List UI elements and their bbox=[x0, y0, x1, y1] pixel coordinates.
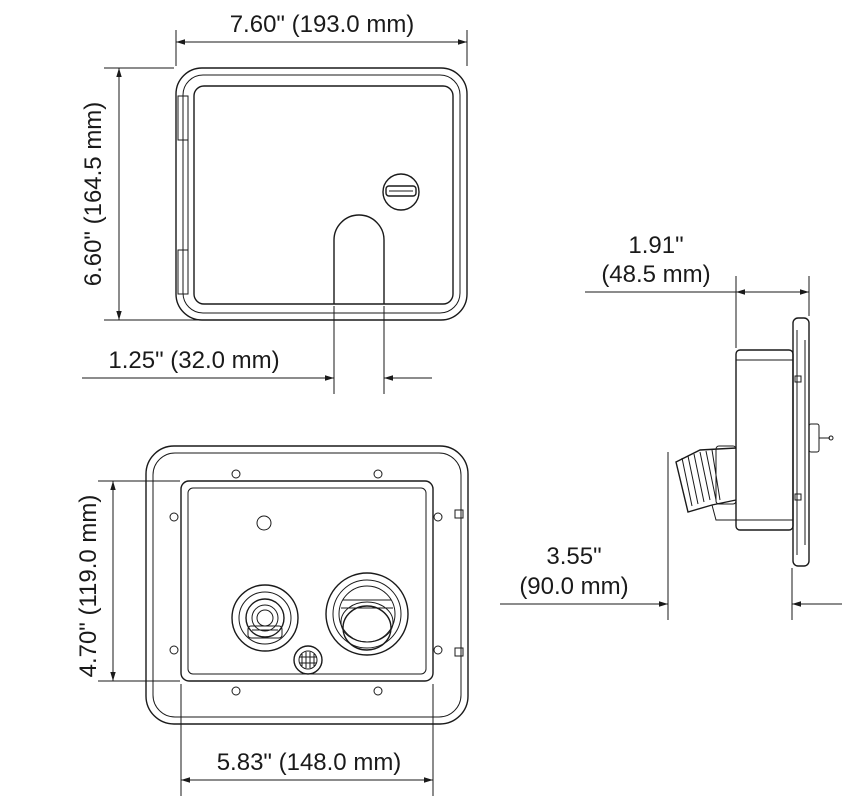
hose-slot bbox=[333, 214, 385, 304]
flange-outer bbox=[145, 445, 469, 725]
front-view: 4.70" (119.0 mm) 5.83" (148.0 mm) bbox=[75, 445, 469, 796]
water-inlet-fitting bbox=[231, 584, 299, 652]
vent-grille-icon bbox=[293, 645, 323, 675]
side-projection-label-line2: (90.0 mm) bbox=[519, 573, 628, 600]
side-drain-outlet bbox=[675, 445, 737, 521]
door-frame-inner bbox=[182, 74, 461, 314]
mounting-holes bbox=[169, 469, 443, 696]
top-view: 7.60" (193.0 mm) 6.60" (164.5 mm) 1.25" … bbox=[80, 11, 468, 394]
side-depth-label-line1: 1.91" bbox=[628, 232, 683, 259]
side-flange bbox=[792, 317, 810, 567]
drain-fitting bbox=[325, 572, 409, 656]
top-width-label: 7.60" (193.0 mm) bbox=[230, 11, 415, 38]
front-width-label: 5.83" (148.0 mm) bbox=[217, 749, 402, 776]
top-height-label: 6.60" (164.5 mm) bbox=[80, 102, 107, 287]
side-depth-label-line2: (48.5 mm) bbox=[601, 261, 710, 288]
slot-width-label: 1.25" (32.0 mm) bbox=[108, 347, 279, 374]
side-projection-label-line1: 3.55" bbox=[546, 543, 601, 570]
latch-knob bbox=[382, 173, 420, 211]
side-view: 1.91" (48.5 mm) 3.55" (90.0 mm) bbox=[500, 232, 842, 620]
door-frame-outer bbox=[175, 67, 468, 321]
door-panel bbox=[193, 85, 454, 305]
recess-outer bbox=[180, 480, 434, 682]
side-body bbox=[735, 349, 794, 531]
front-height-label: 4.70" (119.0 mm) bbox=[75, 495, 102, 678]
flange-inner bbox=[152, 452, 462, 718]
